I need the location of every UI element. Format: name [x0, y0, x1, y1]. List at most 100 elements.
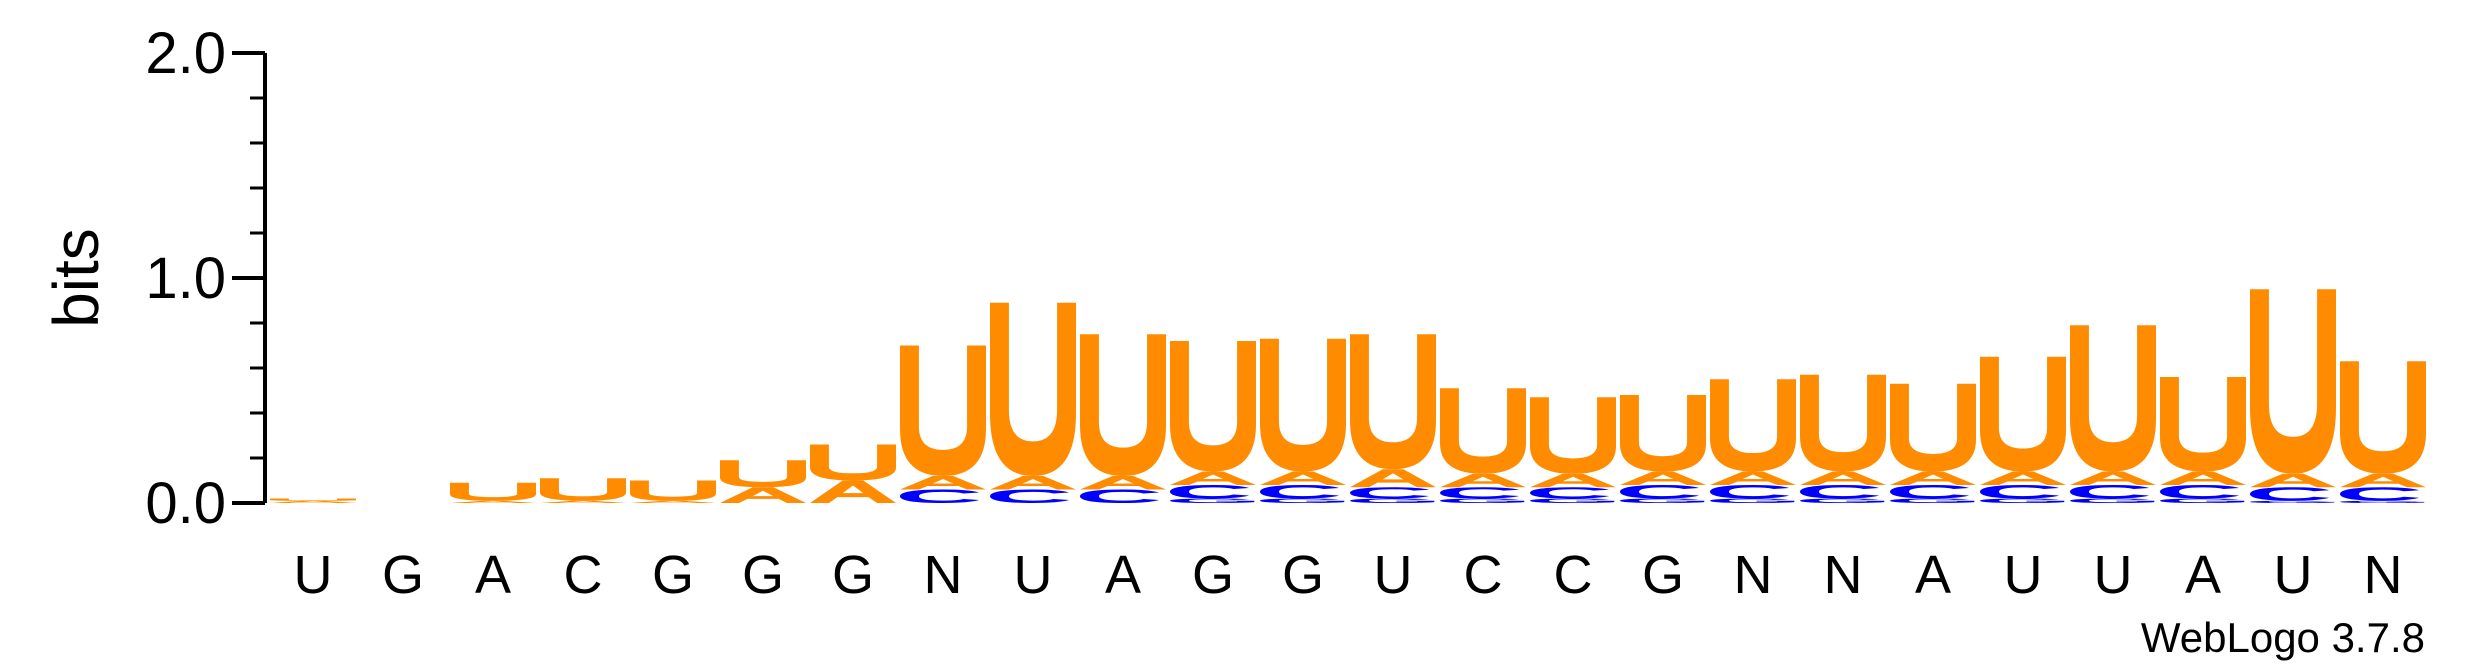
logo-letter-c: [1530, 487, 1610, 499]
logo-letter-a: [1260, 471, 1346, 485]
x-axis-label: C: [1554, 545, 1593, 605]
y-axis: 0.0 1.0 2.0 bits: [40, 21, 267, 536]
logo-letter-a: [270, 500, 356, 503]
logo-letter-u: [1620, 395, 1706, 472]
logo-letter-a: [630, 500, 716, 503]
logo-letter-a: [1620, 471, 1706, 485]
logo-letter-g: [1800, 498, 1885, 503]
x-axis-label: U: [1374, 545, 1413, 605]
logo-letter-u: [1890, 383, 1976, 472]
y-axis-label: bits: [40, 228, 112, 328]
logo-letter-a: [1170, 471, 1256, 485]
logo-letter-g: [1530, 498, 1615, 503]
logo-letter-a: [1350, 469, 1436, 488]
x-axis-label: U: [2274, 545, 2313, 605]
x-axis-label: U: [1014, 545, 1053, 605]
x-axis-label: G: [832, 545, 874, 605]
x-axis-label: N: [1734, 545, 1773, 605]
logo-letter-g: [1980, 498, 2065, 503]
logo-letter-a: [1890, 471, 1976, 485]
logo-letter-c: [1260, 485, 1340, 499]
logo-letter-a: [720, 487, 806, 503]
logo-letter-c: [990, 489, 1070, 503]
logo-letter-c: [1170, 485, 1250, 499]
logo-letter-g: [1710, 498, 1795, 503]
logo-letter-u: [270, 498, 356, 501]
logo-letter-g: [1890, 498, 1975, 503]
logo-letter-c: [1620, 485, 1700, 499]
logo-letter-u: [1080, 334, 1166, 476]
x-axis-label: N: [1824, 545, 1863, 605]
x-axis-label: G: [382, 545, 424, 605]
logo-letter-c: [2070, 485, 2150, 499]
logo-letter-u: [810, 444, 896, 481]
x-axis-label: C: [564, 545, 603, 605]
logo-letter-u: [990, 302, 1076, 476]
logo-letter-c: [1980, 485, 2060, 499]
logo-letter-c: [2250, 487, 2330, 501]
logo-letter-u: [1260, 338, 1346, 472]
weblogo-credit: WebLogo 3.7.8: [2141, 614, 2425, 661]
y-tick-label: 0.0: [145, 471, 226, 536]
logo-letter-a: [1980, 471, 2066, 485]
logo-letter-u: [1710, 379, 1796, 472]
logo-letter-a: [1440, 473, 1526, 488]
x-axis-label: U: [2094, 545, 2133, 605]
x-axis-label: U: [2004, 545, 2043, 605]
logo-letter-a: [2160, 471, 2246, 485]
x-axis-label: G: [742, 545, 784, 605]
logo-letter-a: [1710, 471, 1796, 485]
logo-letter-c: [1440, 487, 1520, 499]
logo-letter-u: [1170, 341, 1256, 472]
logo-letter-a: [2250, 473, 2336, 488]
logo-letter-g: [1260, 498, 1345, 503]
logo-letter-u: [630, 480, 716, 501]
logo-letter-c: [1800, 485, 1880, 499]
logo-letter-c: [2160, 485, 2240, 499]
logo-letter-g: [1620, 498, 1705, 503]
x-axis-label: G: [652, 545, 694, 605]
y-ticks: 0.0 1.0 2.0: [145, 21, 265, 536]
logo-letter-u: [540, 478, 626, 501]
x-axis-label: A: [475, 545, 511, 605]
logo-letter-g: [2070, 498, 2155, 503]
logo-letter-c: [900, 489, 980, 503]
logo-letter-a: [900, 476, 986, 490]
x-axis-label: N: [2364, 545, 2403, 605]
logo-letter-a: [1530, 473, 1616, 488]
logo-letter-u: [1980, 356, 2066, 472]
logo-letter-a: [990, 476, 1076, 490]
logo-letter-a: [1800, 471, 1886, 485]
logo-letter-u: [900, 345, 986, 476]
logo-letter-c: [2340, 487, 2420, 501]
logo-letter-g: [2340, 500, 2425, 503]
x-axis-label: C: [1464, 545, 1503, 605]
logo-letter-u: [2070, 325, 2156, 472]
logo-letter-u: [1530, 397, 1616, 474]
y-tick-label: 1.0: [145, 246, 226, 311]
logo-letter-u: [720, 460, 806, 488]
x-axis-label: A: [2185, 545, 2221, 605]
logo-letter-c: [1710, 485, 1790, 499]
logo-letter-u: [1800, 374, 1886, 472]
x-axis-label: U: [294, 545, 333, 605]
logo-letter-g: [2250, 500, 2335, 503]
logo-letter-a: [810, 480, 896, 503]
logo-stacks: [270, 289, 2426, 503]
logo-letter-u: [2340, 361, 2426, 474]
logo-letter-u: [2250, 289, 2336, 474]
x-axis-label: G: [1192, 545, 1234, 605]
y-tick-label: 2.0: [145, 21, 226, 86]
x-axis-label: G: [1282, 545, 1324, 605]
logo-letter-u: [1350, 334, 1436, 470]
logo-letter-c: [1890, 485, 1970, 499]
logo-letter-a: [2340, 473, 2426, 488]
logo-letter-a: [450, 500, 536, 503]
logo-letter-c: [1080, 489, 1160, 503]
logo-letter-g: [2160, 498, 2245, 503]
x-axis-label: N: [924, 545, 963, 605]
x-axis-label: A: [1915, 545, 1951, 605]
logo-letter-u: [450, 482, 536, 501]
